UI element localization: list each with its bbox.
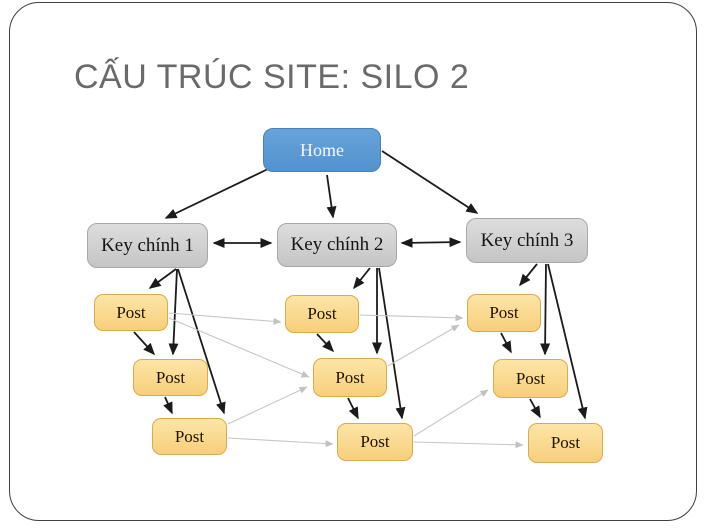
node-label-key2: Key chính 2	[290, 234, 384, 255]
node-label-p12: Post	[155, 367, 186, 387]
node-label-p33: Post	[550, 433, 581, 452]
slide-border	[9, 2, 697, 521]
node-p22: Post	[313, 358, 387, 397]
node-key3: Key chính 3	[466, 218, 588, 263]
node-p31: Post	[467, 294, 541, 332]
node-p21: Post	[285, 295, 359, 333]
node-label-p23: Post	[360, 432, 390, 451]
node-home: Home	[263, 128, 381, 172]
node-key1: Key chính 1	[87, 223, 208, 268]
node-label-p22: Post	[335, 367, 365, 387]
node-label-key1: Key chính 1	[101, 234, 194, 256]
node-label-p32: Post	[515, 368, 546, 388]
node-label-p21: Post	[307, 304, 337, 323]
node-p13: Post	[152, 418, 227, 455]
node-p23: Post	[337, 423, 413, 461]
node-label-p13: Post	[174, 426, 205, 446]
node-label-p11: Post	[116, 302, 146, 322]
node-p12: Post	[133, 359, 208, 396]
node-label-key3: Key chính 3	[480, 229, 574, 251]
node-label-home: Home	[300, 139, 344, 160]
node-p33: Post	[528, 423, 603, 463]
node-p11: Post	[94, 294, 168, 331]
node-key2: Key chính 2	[277, 223, 397, 267]
node-p32: Post	[493, 359, 568, 398]
node-label-p31: Post	[489, 303, 519, 322]
page-title: CẤU TRÚC SITE: SILO 2	[74, 58, 470, 96]
